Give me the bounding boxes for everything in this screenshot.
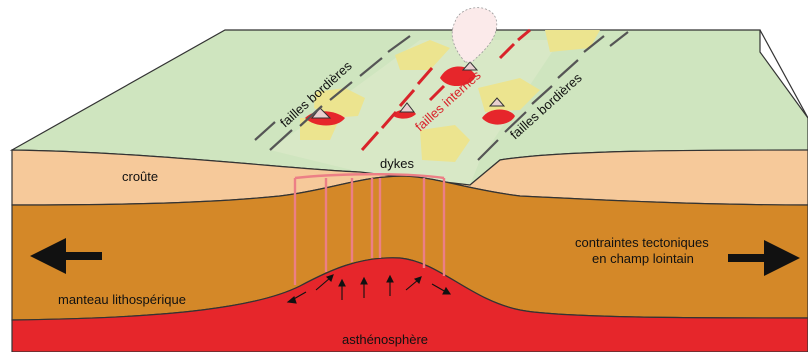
label-asthenosphere: asthénosphère — [342, 332, 428, 347]
label-dykes: dykes — [380, 156, 414, 171]
label-croute: croûte — [122, 169, 158, 184]
label-contraintes-line2: en champ lointain — [592, 251, 694, 266]
label-manteau: manteau lithospérique — [58, 292, 186, 307]
label-contraintes-line1: contraintes tectoniques — [575, 235, 709, 250]
